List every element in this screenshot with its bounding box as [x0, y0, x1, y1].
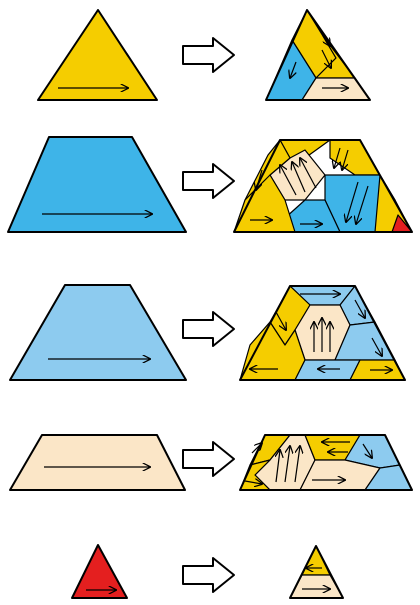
row-light-blue-trapezoid	[9, 284, 406, 381]
yellow-triangle-result	[265, 9, 371, 101]
blue-trapezoid-source	[7, 136, 187, 233]
right-arrow-icon	[182, 441, 235, 477]
light-blue-trapezoid-source	[9, 284, 187, 381]
red-triangle-result	[289, 545, 344, 599]
row-cream-trapezoid	[9, 434, 413, 491]
row-red-triangle	[71, 544, 344, 599]
row-yellow-triangle	[37, 9, 371, 101]
blue-trapezoid-result	[233, 139, 413, 233]
right-arrow-icon	[182, 163, 235, 199]
cream-trapezoid-result	[239, 434, 413, 491]
cream-trapezoid-source	[9, 434, 186, 491]
light-blue-trapezoid-result	[239, 285, 406, 381]
tile-cream-bottom	[289, 574, 344, 599]
yellow-triangle-source	[37, 9, 158, 101]
row-blue-trapezoid	[7, 136, 413, 233]
tile-yellow-top	[301, 545, 331, 576]
right-arrow-icon	[182, 311, 235, 347]
right-arrow-icon	[182, 557, 235, 593]
red-triangle-source	[71, 544, 128, 599]
right-arrow-icon	[182, 37, 235, 73]
